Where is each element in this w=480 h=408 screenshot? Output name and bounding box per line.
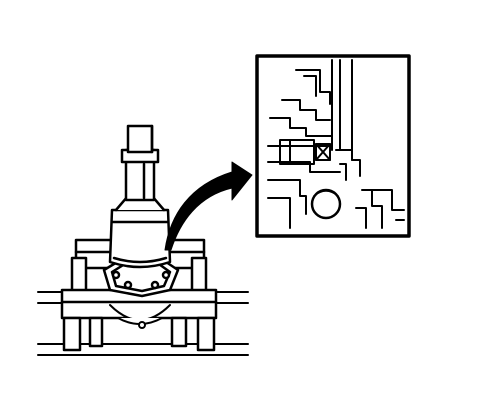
hydraulic-press-ram xyxy=(120,124,160,202)
detail-callout-arrow xyxy=(164,161,253,251)
workpiece-housing xyxy=(109,304,171,329)
bearing-installer-tool xyxy=(108,194,172,269)
four-bolt-flange xyxy=(102,256,180,298)
support-fixture-frame xyxy=(60,288,218,352)
bearing-seating-detail xyxy=(255,54,411,238)
